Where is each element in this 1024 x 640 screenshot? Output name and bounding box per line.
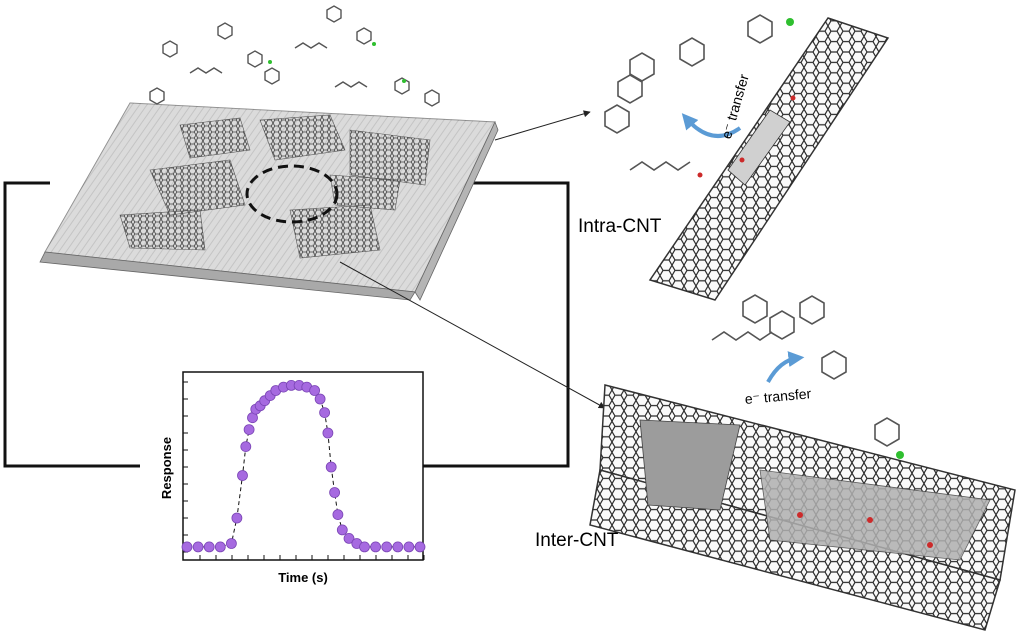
data-point [237, 470, 248, 481]
data-point [392, 541, 404, 553]
data-point [192, 541, 204, 553]
data-point [319, 407, 331, 419]
response-plot: Response Time (s) [159, 371, 426, 585]
data-point [225, 538, 237, 549]
pointer-arrow-inter [339, 261, 606, 409]
data-point [336, 524, 348, 536]
transfer-label-inter: e⁻ transfer [744, 385, 812, 407]
intra-molecules [604, 14, 794, 171]
data-point [332, 509, 344, 520]
data-point [214, 541, 226, 553]
label-inter-cnt: Inter-CNT [535, 530, 619, 551]
pointer-arrow-intra [494, 110, 591, 141]
plot-ylabel: Response [159, 437, 174, 499]
data-point [240, 441, 252, 453]
transfer-label-intra: e⁻ transfer [718, 72, 752, 141]
data-point [325, 461, 337, 473]
inter-molecules [711, 294, 904, 459]
voc-molecules [149, 5, 440, 107]
intra-cnt-tube [648, 17, 890, 301]
data-point [359, 541, 370, 553]
inter-transfer-arrow [766, 351, 805, 383]
data-point [343, 533, 355, 544]
data-point [243, 424, 255, 436]
plot-xlabel: Time (s) [278, 570, 328, 585]
data-point [181, 541, 193, 553]
highlight-ellipse [245, 164, 339, 224]
inter-cnt-tubes [589, 384, 1016, 631]
data-point [309, 385, 321, 396]
data-point [329, 487, 341, 498]
data-point [203, 541, 215, 553]
data-point [314, 393, 326, 405]
data-point [322, 427, 334, 439]
sensor-film [39, 102, 499, 301]
data-point [231, 512, 243, 524]
circuit-wire [3, 181, 570, 468]
response-points [181, 379, 426, 553]
plot-frame [182, 371, 424, 561]
intra-transfer-arrow [681, 113, 742, 138]
data-point [381, 541, 393, 553]
data-point [403, 541, 415, 553]
data-point [414, 541, 426, 553]
plot-ticks [183, 381, 425, 560]
data-point [370, 541, 382, 553]
label-intra-cnt: Intra-CNT [578, 216, 662, 237]
